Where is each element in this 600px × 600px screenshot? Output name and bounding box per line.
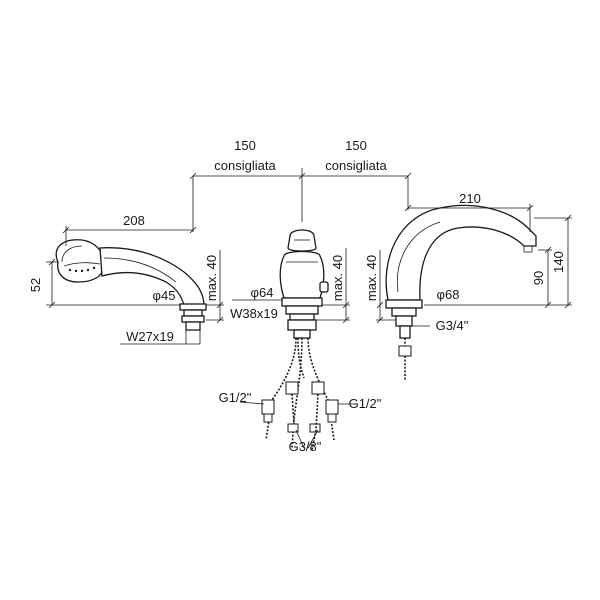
mixer-body	[279, 229, 329, 339]
mixer-thread: W38x19	[230, 306, 278, 321]
spacing-left-note: consigliata	[214, 158, 276, 173]
hose-center-thread: G3/8"	[289, 439, 322, 454]
mixer-hoses	[261, 337, 339, 451]
spout-max: max. 40	[364, 255, 379, 301]
spout-reach: 210	[459, 191, 481, 206]
hand-shower-max: max. 40	[204, 255, 219, 301]
spout-height-outlet: 90	[531, 271, 546, 285]
mixer-dimensions	[232, 248, 350, 324]
hand-shower-diameter: φ45	[153, 288, 176, 303]
hose-left-thread: G1/2"	[219, 390, 252, 405]
hand-shower-length: 208	[123, 213, 145, 228]
spacing-left-value: 150	[234, 138, 256, 153]
spout-thread: G3/4"	[436, 318, 469, 333]
spout-height-total: 140	[551, 251, 566, 273]
hand-shower	[55, 239, 207, 331]
hose-right-thread: G1/2"	[349, 396, 382, 411]
hand-shower-dimensions	[46, 226, 224, 345]
spout-diameter: φ68	[437, 287, 460, 302]
hand-shower-height: 52	[28, 278, 43, 292]
spout-dimensions	[376, 204, 572, 327]
spacing-right-value: 150	[345, 138, 367, 153]
hand-shower-thread: W27x19	[126, 329, 174, 344]
spacing-dimension	[189, 168, 412, 232]
mixer-diameter: φ64	[251, 285, 274, 300]
spout	[385, 204, 537, 380]
mixer-max: max. 40	[330, 255, 345, 301]
hose-leaders	[239, 401, 356, 449]
spacing-right-note: consigliata	[325, 158, 387, 173]
